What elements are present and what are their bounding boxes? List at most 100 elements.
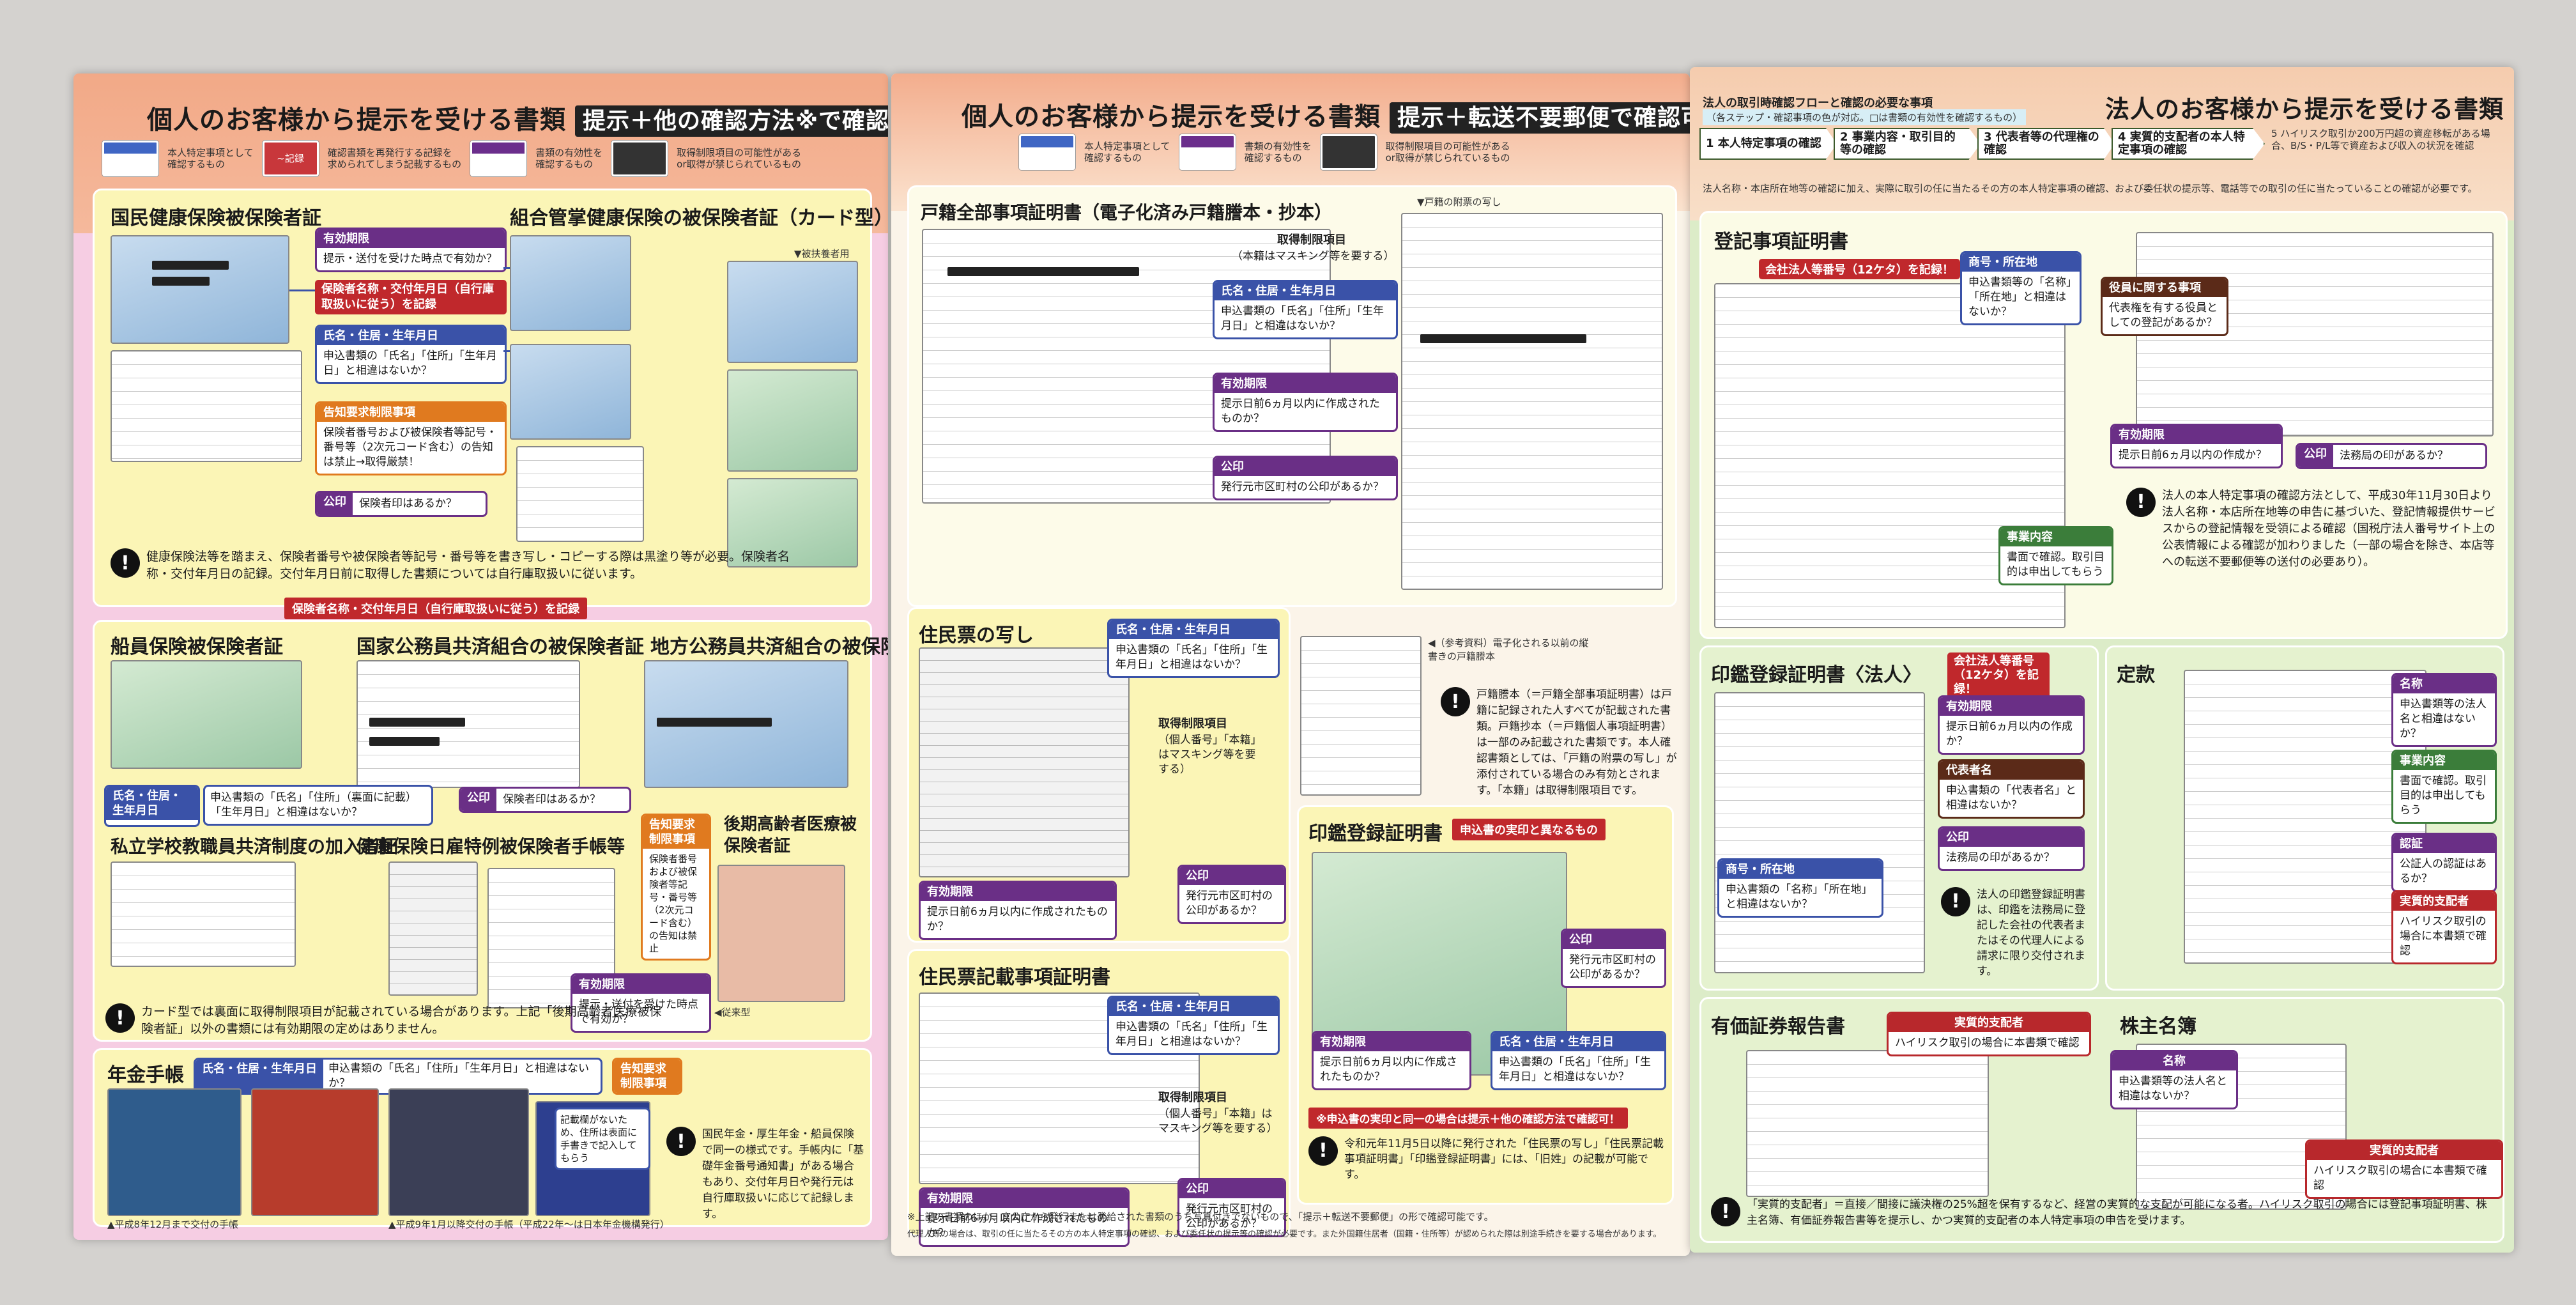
union-card-back-image bbox=[516, 446, 644, 542]
section-title: 株主名簿 bbox=[2120, 1015, 2196, 1038]
seal-box: 公印法務局の印があるか？ bbox=[2296, 443, 2487, 469]
note: !法人の本人特定事項の確認方法として、平成30年11月30日より法人名称・本店所… bbox=[2126, 488, 2497, 571]
seal-box: 公印発行元市区町村の公印があるか？ bbox=[1177, 1178, 1286, 1237]
exclamation-icon: ! bbox=[666, 1127, 696, 1156]
section-title: 年金手帳 bbox=[107, 1064, 184, 1086]
seal-box: 公印発行元市区町村の公印があるか？ bbox=[1561, 929, 1666, 988]
exclamation-icon: ! bbox=[1308, 1136, 1338, 1166]
teikan-image bbox=[2184, 670, 2426, 964]
middle-legend: 本人特定事項として 確認するもの 書類の有効性を 確認するもの 取得制限項目の可… bbox=[1019, 134, 1510, 170]
section-title: 戸籍全部事項証明書（電子化済み戸籍謄本・抄本） bbox=[921, 202, 1333, 223]
flow-step-2: 2 事業内容・取引目的等の確認 bbox=[1834, 128, 1981, 160]
footnote: 代理人等の場合は、取引の任に当たるその方の本人特定事項の確認、および委任状の提示… bbox=[907, 1230, 1662, 1239]
union-card-image bbox=[510, 344, 631, 440]
name-box: 名称申込書類等の法人名と相違はないか？ bbox=[2110, 1050, 2238, 1109]
beneficial-owner-box: 実質的支配者ハイリスク取引の場合に本書類で確認 bbox=[2305, 1139, 2503, 1199]
seal-box: 公印発行元市区町村の公印があるか？ bbox=[1177, 865, 1286, 924]
exclamation-icon: ! bbox=[1711, 1197, 1740, 1226]
other-insurance-panel: 船員保険被保険者証 国家公務員共済組合の被保険者証 地方公務員共済組合の被保険者… bbox=[93, 620, 888, 1042]
corp-inkan-panel: 印鑑登録証明書〈法人〉 会社法人等番号（12ケタ）を記録！ 有効期限提示日前6ヵ… bbox=[1699, 645, 2099, 991]
section-title: 組合管掌健康保険の被保険者証（カード型） bbox=[510, 207, 888, 229]
restriction-label: 取得制限項目（個人番号」「本籍」はマスキング等を要する） bbox=[1158, 717, 1256, 776]
validity-box: 有効期限提示日前6ヵ月以内に作成されたものか？ bbox=[919, 1187, 1130, 1247]
exclamation-icon: ! bbox=[1941, 887, 1970, 916]
old-koseki-image bbox=[1300, 636, 1422, 796]
record-ribbon: 保険者名称・交付年月日（自行庫取扱いに従う）を記録 bbox=[315, 280, 507, 314]
seal-box: 公印保険者印はあるか？ bbox=[315, 491, 487, 517]
name-address-box: 氏名・住居・生年月日申込書類の「氏名」「住所」「生年月日」と相違はないか？ bbox=[1491, 1031, 1666, 1090]
section-title: 国家公務員共済組合の被保険者証 bbox=[356, 636, 644, 658]
redaction-bar bbox=[152, 277, 210, 286]
koseki-panel: 戸籍全部事項証明書（電子化済み戸籍謄本・抄本） ▼戸籍の附票の写し 取得制限項目… bbox=[907, 185, 1677, 607]
flow-step-1: 1 本人特定事項の確認 bbox=[1699, 128, 1837, 160]
seal-box: 公印発行元市区町村の公印があるか？ bbox=[1213, 456, 1398, 500]
note: !令和元年11月5日以降に発行された「住民票の写し」「住民票記載事項証明書」「印… bbox=[1308, 1136, 1666, 1182]
left-title-box: 提示＋他の確認方法※で確認可 bbox=[575, 105, 888, 137]
section-title: 住民票の写し bbox=[919, 624, 1034, 647]
flow-step-3: 3 代表者等の代理権の確認 bbox=[1977, 128, 2115, 160]
jyuminhyo-panel: 住民票の写し 氏名・住居・生年月日申込書類の「氏名」「住所」「生年月日」と相違は… bbox=[907, 607, 1291, 943]
dependent-card-image bbox=[727, 478, 858, 568]
health-insurance-panel: 国民健康保険被保険者証 組合管掌健康保険の被保険者証（カード型） ▼被扶養者用 … bbox=[93, 189, 888, 607]
business-box: 事業内容書面で確認。取引目的は申出してもらう bbox=[1998, 526, 2113, 585]
flow-step-5: 5 ハイリスク取引か200万円超の資産移転がある場合、B/S・P/L等で資産およ… bbox=[2271, 128, 2490, 151]
teikan-panel: 定款 名称申込書類等の法人名と相違はないか？ 事業内容書面で確認。取引目的は申出… bbox=[2105, 645, 2504, 991]
securities-panel: 有価証券報告書 株主名簿 実質的支配者ハイリスク取引の場合に本書類で確認 名称申… bbox=[1699, 997, 2504, 1243]
section-title: 地方公務員共済組合の被保険者証 bbox=[650, 636, 888, 658]
left-page: 個人のお客様から提示を受ける書類提示＋他の確認方法※で確認可 本人特定事項として… bbox=[73, 73, 888, 1240]
restriction-label: 取得制限項目（本籍はマスキング等を要する） bbox=[1232, 233, 1392, 263]
validity-box: 有効期限提示日前6ヵ月以内の作成か？ bbox=[1938, 695, 2085, 755]
restriction-box: 告知要求制限事項 bbox=[612, 1058, 682, 1095]
section-title: 登記事項証明書 bbox=[1714, 231, 1848, 253]
legend-swatch-purple bbox=[1179, 134, 1236, 170]
corp-inkan-image bbox=[1714, 692, 1925, 973]
name-address-box: 氏名・住居・生年月日申込書類の「氏名」「住所」「生年月日」と相違はないか？ bbox=[315, 325, 507, 384]
union-card-image bbox=[510, 235, 631, 331]
exclamation-icon: ! bbox=[111, 548, 140, 578]
business-box: 事業内容書面で確認。取引目的は申出してもらう bbox=[2391, 750, 2497, 824]
elderly-card-image bbox=[717, 865, 845, 1002]
legend-swatch-red: ~記録 bbox=[262, 141, 319, 176]
pension-book-red-image bbox=[251, 1088, 379, 1216]
section-title: 印鑑登録証明書 bbox=[1308, 822, 1443, 845]
inkan-note-ribbon: ※申込書の実印と同一の場合は提示＋他の確認方法で確認可！ bbox=[1308, 1108, 1628, 1129]
representative-box: 代表者名申込書類の「代表者名」と相違はないか？ bbox=[1938, 759, 2085, 819]
legend-swatch-blue bbox=[1019, 134, 1075, 170]
name-address-box: 商号・所在地申込書類等の「名称」「所在地」と相違はないか？ bbox=[1960, 251, 2082, 325]
section-title: 健康保険日雇特例被保険者手帳等 bbox=[356, 836, 625, 857]
koseki-fuhyo-image bbox=[1401, 213, 1663, 590]
inkan-panel: 印鑑登録証明書 申込書の実印と異なるもの 公印発行元市区町村の公印があるか？ 有… bbox=[1297, 805, 1674, 1205]
note: !戸籍謄本（＝戸籍全部事項証明書）は戸籍に記録された人すべてが記載された書類。戸… bbox=[1441, 687, 1677, 799]
seaman-card-image bbox=[111, 660, 302, 769]
section-title: 印鑑登録証明書〈法人〉 bbox=[1711, 664, 1922, 686]
section-title: 私立学校教職員共済制度の加入者証 bbox=[111, 836, 397, 857]
restriction-label: 取得制限項目（個人番号」「本籍」はマスキング等を要する） bbox=[1158, 1091, 1278, 1135]
section-title: 船員保険被保険者証 bbox=[111, 636, 283, 658]
redaction-bar bbox=[152, 261, 229, 270]
beneficial-owner-box: 実質的支配者ハイリスク取引の場合に本書類で確認 bbox=[1887, 1012, 2091, 1056]
jyuminhyo-image bbox=[919, 647, 1130, 877]
legend-swatch-purple bbox=[470, 141, 527, 176]
flow-step-4: 4 実質的支配者の本人特定事項の確認 bbox=[2112, 128, 2265, 160]
dependent-card-image bbox=[727, 369, 858, 472]
exclamation-icon: ! bbox=[105, 1003, 135, 1033]
validity-box: 有効期限提示・送付を受けた時点で有効か？ bbox=[571, 973, 711, 1033]
legend-swatch-blue bbox=[102, 141, 158, 176]
footnote: ※上記の書類のほか、官公庁から発行または発給された書類のうち写真付きでないもので… bbox=[907, 1211, 1494, 1223]
section-title: 有価証券報告書 bbox=[1711, 1015, 1845, 1038]
validity-box: 有効期限提示日前6ヵ月以内に作成されたものか？ bbox=[1213, 373, 1398, 432]
validity-box: 有効期限提示・送付を受けた時点で有効か？ bbox=[315, 228, 507, 272]
restriction-box: 告知要求制限事項保険者番号および被保険者等記号・番号等（2次元コード含む）の告知… bbox=[641, 814, 711, 961]
name-address-box: 氏名・住居・生年月日 bbox=[104, 785, 200, 827]
officer-box: 役員に関する事項代表権を有する役員としての登記があるか？ bbox=[2101, 277, 2228, 336]
left-title: 個人のお客様から提示を受ける書類提示＋他の確認方法※で確認可 bbox=[147, 99, 888, 137]
name-address-box: 商号・所在地申込書類の「名称」「所在地」と相違はないか？ bbox=[1717, 858, 1883, 918]
pension-book-image bbox=[107, 1088, 241, 1216]
seal-box: 公印保険者印はあるか？ bbox=[459, 787, 631, 813]
left-legend: 本人特定事項として 確認するもの ~記録確認書類を再発行する記録を 求められてし… bbox=[102, 141, 801, 176]
restriction-box: 告知要求制限事項保険者番号および被保険者等記号・番号等（2次元コード含む）の告知… bbox=[315, 401, 507, 475]
validity-box: 有効期限提示日前6ヵ月以内に作成されたものか？ bbox=[1312, 1031, 1471, 1090]
note: !「実質的支配者」＝直接／間接に議決権の25%超を保有するなど、経営の実質的な支… bbox=[1711, 1197, 2497, 1229]
name-address-box: 氏名・住居・生年月日申込書類の「氏名」「住所」「生年月日」と相違はないか？ bbox=[1107, 996, 1280, 1055]
note: !法人の印鑑登録証明書は、印鑑を法務局に登記した会社の代表者またはその代理人によ… bbox=[1941, 887, 2088, 979]
